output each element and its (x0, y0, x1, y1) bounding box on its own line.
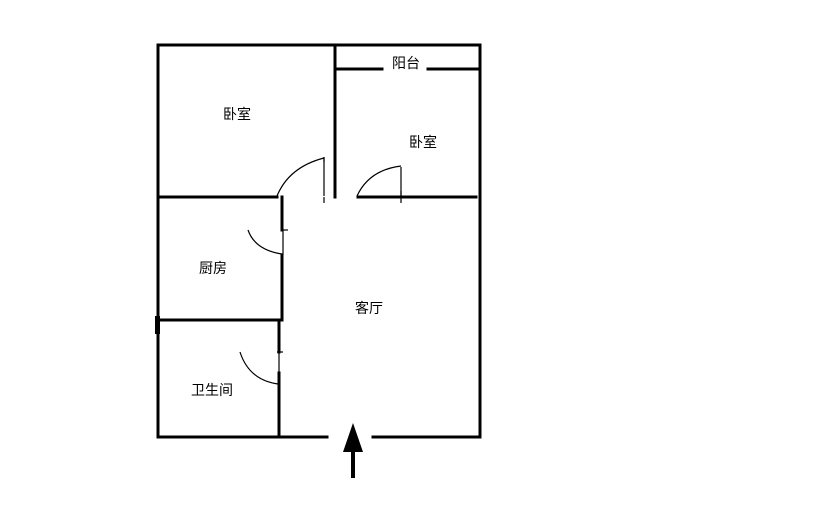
room-labels: 卧室 阳台 卧室 厨房 客厅 卫生间 (191, 56, 437, 399)
outer-walls (156, 43, 482, 439)
door-jambs (277, 157, 402, 353)
label-living-room: 客厅 (355, 300, 383, 317)
door-arc-bathroom (239, 351, 279, 385)
door-swings (239, 157, 402, 385)
arrow-head (343, 423, 363, 452)
arrow-up-icon (343, 423, 363, 478)
label-bedroom-left: 卧室 (223, 106, 251, 123)
door-arc-bedroom-right (356, 165, 402, 197)
label-bedroom-right: 卧室 (409, 134, 437, 151)
label-balcony: 阳台 (392, 56, 420, 72)
label-bathroom: 卫生间 (191, 383, 233, 399)
door-arc-kitchen (247, 229, 283, 255)
door-arc-bedroom-left (276, 157, 325, 197)
wall-post (155, 316, 160, 334)
label-kitchen: 厨房 (199, 261, 227, 277)
interior-walls (155, 43, 478, 439)
